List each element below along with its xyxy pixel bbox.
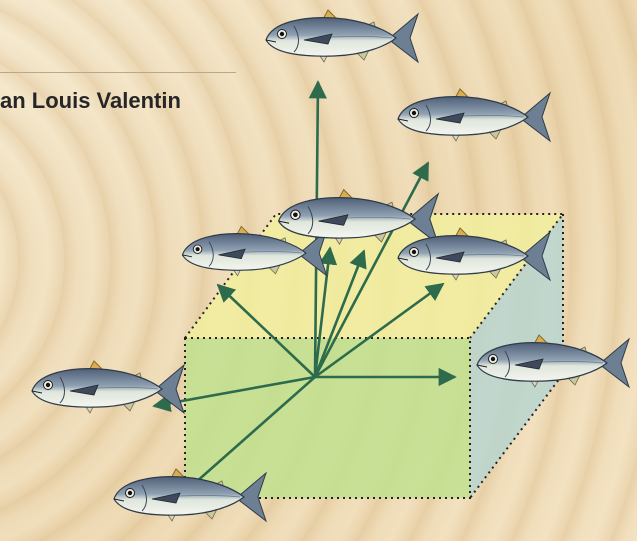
fish-icon xyxy=(398,89,550,141)
cube-front-face xyxy=(185,338,470,498)
fish-icon xyxy=(266,10,418,62)
